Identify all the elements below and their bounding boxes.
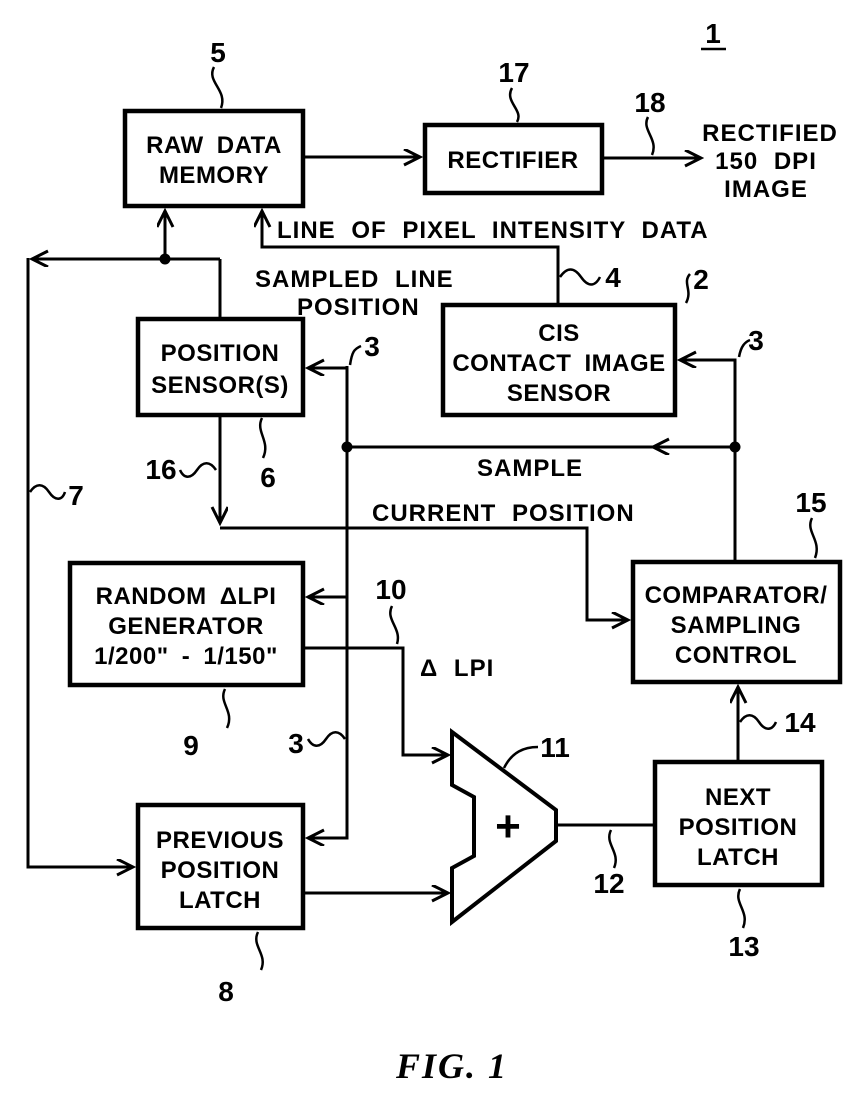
random-generator-label-line3: 1/200" - 1/150" (94, 643, 278, 670)
ref-4-leader (558, 268, 602, 286)
output-rectified-label-1: RECTIFIED (702, 120, 838, 147)
ref-16-leader (178, 462, 218, 478)
comparator-label-line3: CONTROL (675, 642, 797, 669)
ref-2-leader (684, 273, 692, 304)
ref-label-11: 11 (540, 732, 570, 763)
ref-3-sensor-leader (348, 344, 362, 366)
ref-label-4: 4 (605, 262, 621, 293)
ref-18-leader (645, 116, 655, 156)
ref-label-1: 1 (705, 18, 721, 49)
ref-11-leader (502, 745, 539, 769)
next-latch-label-line3: LATCH (697, 844, 779, 871)
ref-label-18: 18 (634, 87, 665, 118)
signal-delta-lpi-label: Δ LPI (420, 655, 494, 682)
position-sensor-box (135, 316, 306, 418)
ref-14-leader (738, 714, 778, 730)
ref-7-leader (28, 484, 67, 500)
output-rectified-label-3: IMAGE (724, 176, 808, 203)
previous-latch-label-line1: PREVIOUS (156, 827, 284, 854)
position-sensor-label-line1: POSITION (161, 340, 280, 367)
next-latch-label-line1: NEXT (705, 784, 771, 811)
adder-symbol (450, 728, 558, 927)
cis-label-line3: SENSOR (507, 380, 611, 407)
ref-10-leader (389, 605, 400, 645)
ref-label-3-latch: 3 (288, 728, 304, 759)
cis-label-line1: CIS (538, 320, 580, 347)
ref-label-2: 2 (693, 264, 709, 295)
ref-label-10: 10 (375, 574, 406, 605)
rectifier-box (422, 122, 605, 196)
ref-8-leader (255, 931, 264, 971)
signal-sampled-line-label-2: POSITION (297, 294, 420, 321)
comparator-label-line1: COMPARATOR/ (645, 582, 828, 609)
comparator-box (630, 559, 843, 685)
raw-data-memory-label-line1: RAW DATA (146, 132, 282, 159)
adder-plus: + (495, 802, 521, 851)
ref-9-leader (222, 688, 231, 729)
ref-15-leader (809, 517, 818, 559)
previous-latch-label-line3: LATCH (179, 887, 261, 914)
ref-label-12: 12 (593, 868, 624, 899)
wire-delta-lpi (303, 646, 447, 755)
figure-caption: FIG. 1 (395, 1046, 508, 1086)
ref-label-15: 15 (795, 487, 826, 518)
raw-data-memory-box (122, 108, 306, 209)
ref-label-16: 16 (145, 454, 176, 485)
random-generator-label-line1: RANDOM ΔLPI (96, 583, 277, 610)
next-position-latch-box (652, 759, 825, 888)
ref-label-8: 8 (218, 976, 234, 1007)
ref-label-17: 17 (498, 57, 529, 88)
ref-13-leader (737, 888, 746, 929)
rectifier-label: RECTIFIER (447, 147, 578, 174)
ref-label-9: 9 (183, 730, 199, 761)
next-latch-label-line2: POSITION (679, 814, 798, 841)
ref-label-6: 6 (260, 462, 276, 493)
signal-sample-label: SAMPLE (477, 455, 583, 482)
ref-6-leader (259, 417, 267, 459)
ref-5-leader (211, 66, 224, 109)
ref-label-14: 14 (784, 707, 816, 738)
ref-3-cis-leader (737, 338, 751, 358)
ref-label-13: 13 (728, 931, 759, 962)
junction-dot (159, 253, 171, 265)
signal-current-position-label: CURRENT POSITION (372, 500, 635, 527)
ref-label-7: 7 (68, 480, 84, 511)
ref-label-3-sensor: 3 (364, 331, 380, 362)
ref-3-latch-leader (306, 731, 347, 747)
comparator-label-line2: SAMPLING (671, 612, 802, 639)
previous-latch-label-line2: POSITION (161, 857, 280, 884)
cis-sensor-box (440, 302, 678, 418)
cis-label-line2: CONTACT IMAGE (452, 350, 665, 377)
wire-bus-3 (309, 366, 349, 838)
random-lpi-generator-box (67, 560, 306, 688)
signal-sampled-line-label-1: SAMPLED LINE (255, 266, 454, 293)
ref-17-leader (508, 87, 520, 123)
ref-12-leader (608, 829, 617, 869)
random-generator-label-line2: GENERATOR (108, 613, 264, 640)
ref-label-3-cis: 3 (748, 325, 764, 356)
output-rectified-label-2: 150 DPI (715, 148, 817, 175)
wire-feedback-7 (26, 258, 132, 867)
junction-dot (341, 441, 353, 453)
wire-pixel-data (262, 212, 560, 307)
signal-pixel-data-label: LINE OF PIXEL INTENSITY DATA (277, 217, 709, 244)
previous-position-latch-box (135, 802, 306, 931)
position-sensor-label-line2: SENSOR(S) (151, 372, 289, 399)
raw-data-memory-label-line2: MEMORY (159, 162, 269, 189)
wire-sample-to-cis (681, 360, 737, 447)
wire-current-position (220, 526, 627, 620)
junction-dot (729, 441, 741, 453)
ref-label-5: 5 (210, 37, 226, 68)
